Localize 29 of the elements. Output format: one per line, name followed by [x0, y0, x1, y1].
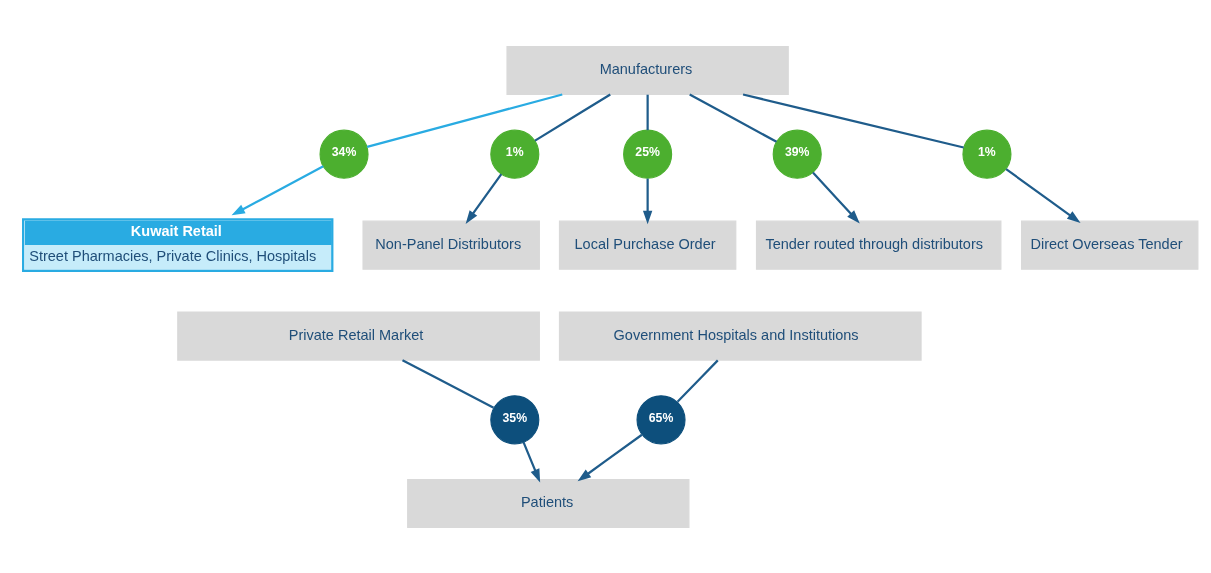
- arrow: [577, 433, 643, 481]
- node-box: Private Retail Market: [177, 311, 540, 361]
- arrow: [812, 171, 860, 223]
- connector: [401, 358, 495, 409]
- arrow: [642, 178, 653, 224]
- arrow: [522, 441, 541, 483]
- node-circle: 35%: [490, 394, 540, 444]
- node-circle: 1%: [490, 129, 540, 179]
- connector: [676, 359, 719, 402]
- connector: [689, 93, 778, 143]
- arrow: [1005, 167, 1081, 223]
- node-circle: 65%: [636, 394, 686, 444]
- node-box: Tender routed through distributors: [755, 220, 1002, 270]
- node-circle: 1%: [962, 129, 1012, 179]
- node-box: Manufacturers: [506, 45, 789, 95]
- connector: [366, 92, 563, 148]
- node-circle: 25%: [623, 129, 673, 179]
- node-circle: 39%: [772, 129, 822, 179]
- connector: [534, 93, 611, 142]
- node-box: Non-Panel Distributors: [362, 220, 540, 270]
- node-box: Government Hospitals and Institutions: [558, 311, 922, 361]
- connector: [742, 92, 964, 149]
- node-box: Local Purchase Order: [558, 220, 737, 270]
- node-circle: 34%: [319, 129, 369, 179]
- arrow: [231, 164, 324, 215]
- connector: [646, 94, 649, 130]
- arrow: [465, 172, 503, 224]
- node-box: Patients: [407, 478, 690, 528]
- node-box: Direct Overseas Tender: [1021, 220, 1199, 270]
